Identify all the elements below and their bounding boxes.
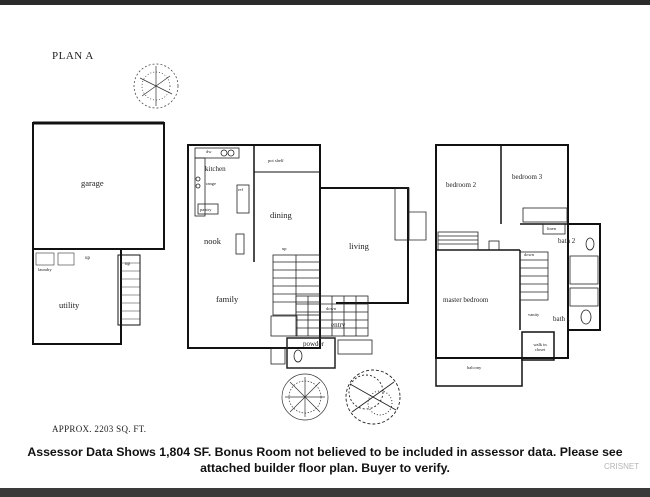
main-stair bbox=[272, 254, 321, 316]
room-label-garage: garage bbox=[81, 178, 104, 188]
fireplace bbox=[394, 187, 410, 241]
notice-line-2: attached builder floor plan. Buyer to ve… bbox=[200, 461, 450, 475]
room-label-dw: dw bbox=[206, 149, 212, 154]
room-label-down-stair: down bbox=[326, 306, 336, 311]
room-label-up-garage-stair: up bbox=[125, 262, 130, 267]
room-label-pot-shelf: pot shelf bbox=[268, 158, 284, 163]
plan-title: PLAN A bbox=[52, 50, 94, 62]
watermark: CRISNET bbox=[604, 462, 640, 471]
living-outline bbox=[320, 187, 409, 304]
room-label-up-stair: up bbox=[282, 246, 287, 251]
room-label-powder: powder bbox=[303, 340, 324, 348]
balcony bbox=[435, 357, 523, 387]
room-label-ref: ref bbox=[238, 187, 243, 192]
approx-square-footage: APPROX. 2203 SQ. FT. bbox=[52, 424, 147, 434]
garage-stair-outline bbox=[117, 254, 141, 326]
tree-decoration-top bbox=[133, 63, 179, 109]
room-label-dining: dining bbox=[270, 210, 292, 220]
room-label-entry: entry bbox=[331, 321, 346, 329]
kitchen-island bbox=[235, 233, 245, 255]
room-label-linen: linen bbox=[547, 226, 556, 231]
room-label-laundry: laundry bbox=[38, 267, 52, 272]
room-label-utility: utility bbox=[59, 300, 80, 310]
upper-floor-outline bbox=[435, 144, 569, 359]
room-label-pantry: pantry bbox=[200, 207, 212, 212]
room-label-bedroom-3: bedroom 3 bbox=[512, 173, 543, 181]
room-label-down-upper: down bbox=[524, 252, 534, 257]
room-label-bath-2: bath 2 bbox=[558, 237, 576, 245]
room-label-up-garage: up bbox=[85, 256, 90, 261]
room-label-nook: nook bbox=[204, 236, 221, 246]
bottom-frame-bar bbox=[0, 488, 650, 497]
room-label-bedroom-2: bedroom 2 bbox=[446, 181, 477, 189]
notice-line-1: Assessor Data Shows 1,804 SF. Bonus Room… bbox=[27, 445, 623, 459]
room-label-family: family bbox=[216, 294, 239, 304]
room-label-balcony: balcony bbox=[467, 365, 482, 370]
tree-decoration-right bbox=[345, 369, 401, 425]
room-label-living: living bbox=[349, 241, 369, 251]
walk-in-closet bbox=[521, 331, 555, 361]
assessor-notice: Assessor Data Shows 1,804 SF. Bonus Room… bbox=[0, 444, 650, 476]
bath2-outline bbox=[568, 223, 601, 331]
tree-decoration-left bbox=[281, 373, 329, 421]
room-label-range: range bbox=[206, 181, 216, 186]
washer-dryer bbox=[35, 252, 55, 266]
powder-room bbox=[286, 337, 336, 369]
top-frame-bar bbox=[0, 0, 650, 5]
room-label-kitchen: kitchen bbox=[205, 165, 226, 173]
utility-outline bbox=[32, 248, 122, 345]
room-label-master-bedroom: master bedroom bbox=[443, 296, 489, 304]
room-label-walk-in-closet: walk in closet bbox=[533, 342, 547, 352]
room-label-bath-1: bath 1 bbox=[553, 315, 571, 323]
room-label-vanity: vanity bbox=[528, 312, 540, 317]
